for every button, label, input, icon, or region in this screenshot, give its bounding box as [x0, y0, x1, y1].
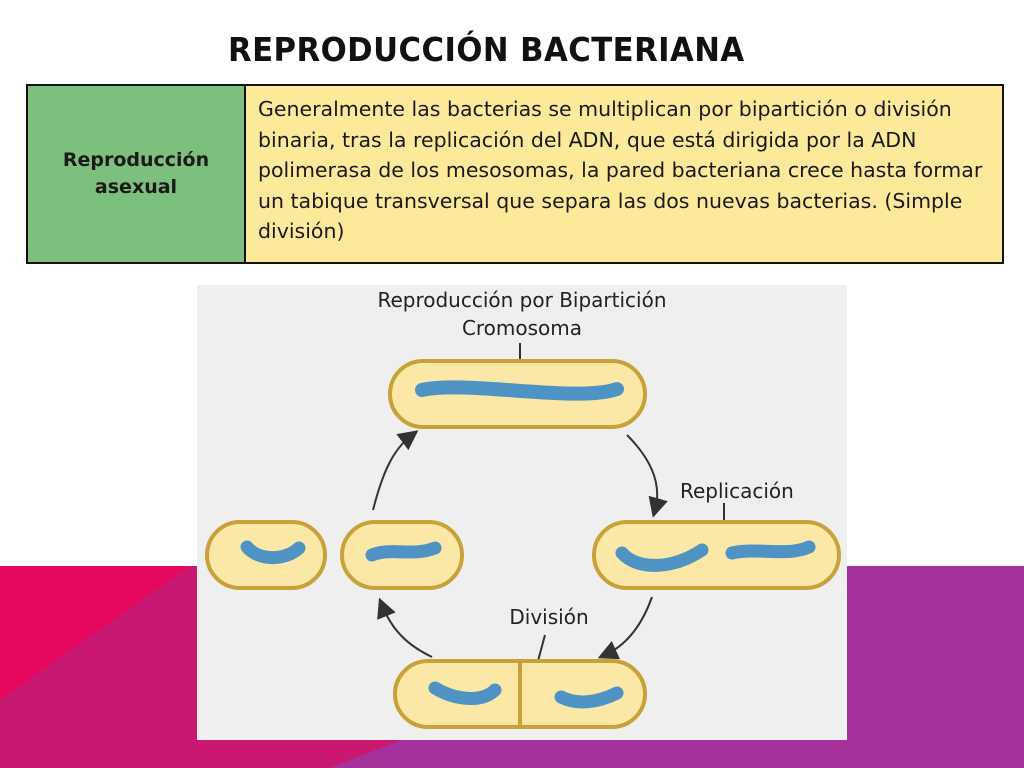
cell-top [388, 359, 647, 429]
arrow-cycle-3 [377, 597, 433, 658]
label-division: División [509, 605, 588, 629]
arrow-cycle-1 [626, 434, 668, 518]
label-replicacion: Replicación [680, 479, 794, 503]
chromosome [554, 686, 624, 709]
arrow-cycle-4 [372, 430, 419, 511]
info-table: Reproducción asexual Generalmente las ba… [26, 84, 1004, 264]
bipartition-diagram: Reproducción por Bipartición Cromosoma R… [197, 285, 847, 740]
diagram-svg: Reproducción por Bipartición Cromosoma R… [205, 288, 841, 729]
cell-daughter-left [205, 520, 327, 590]
table-label-cell: Reproducción asexual [28, 86, 246, 262]
cell-bottom [393, 659, 647, 729]
table-text-cell: Generalmente las bacterias se multiplica… [246, 86, 1002, 262]
cell-right [592, 520, 841, 590]
label-cromosoma: Cromosoma [462, 316, 582, 340]
chromosome [365, 541, 442, 562]
arrow-cycle-2 [597, 596, 653, 660]
diagram-title: Reproducción por Bipartición [377, 288, 666, 312]
chromosome [615, 543, 709, 572]
slide-title: REPRODUCCIÓN BACTERIANA [228, 30, 745, 69]
chromosome [428, 681, 502, 705]
chromosome [725, 540, 816, 560]
cell-daughter-right [340, 520, 464, 590]
chromosome [240, 540, 306, 565]
chromosome [415, 380, 624, 401]
